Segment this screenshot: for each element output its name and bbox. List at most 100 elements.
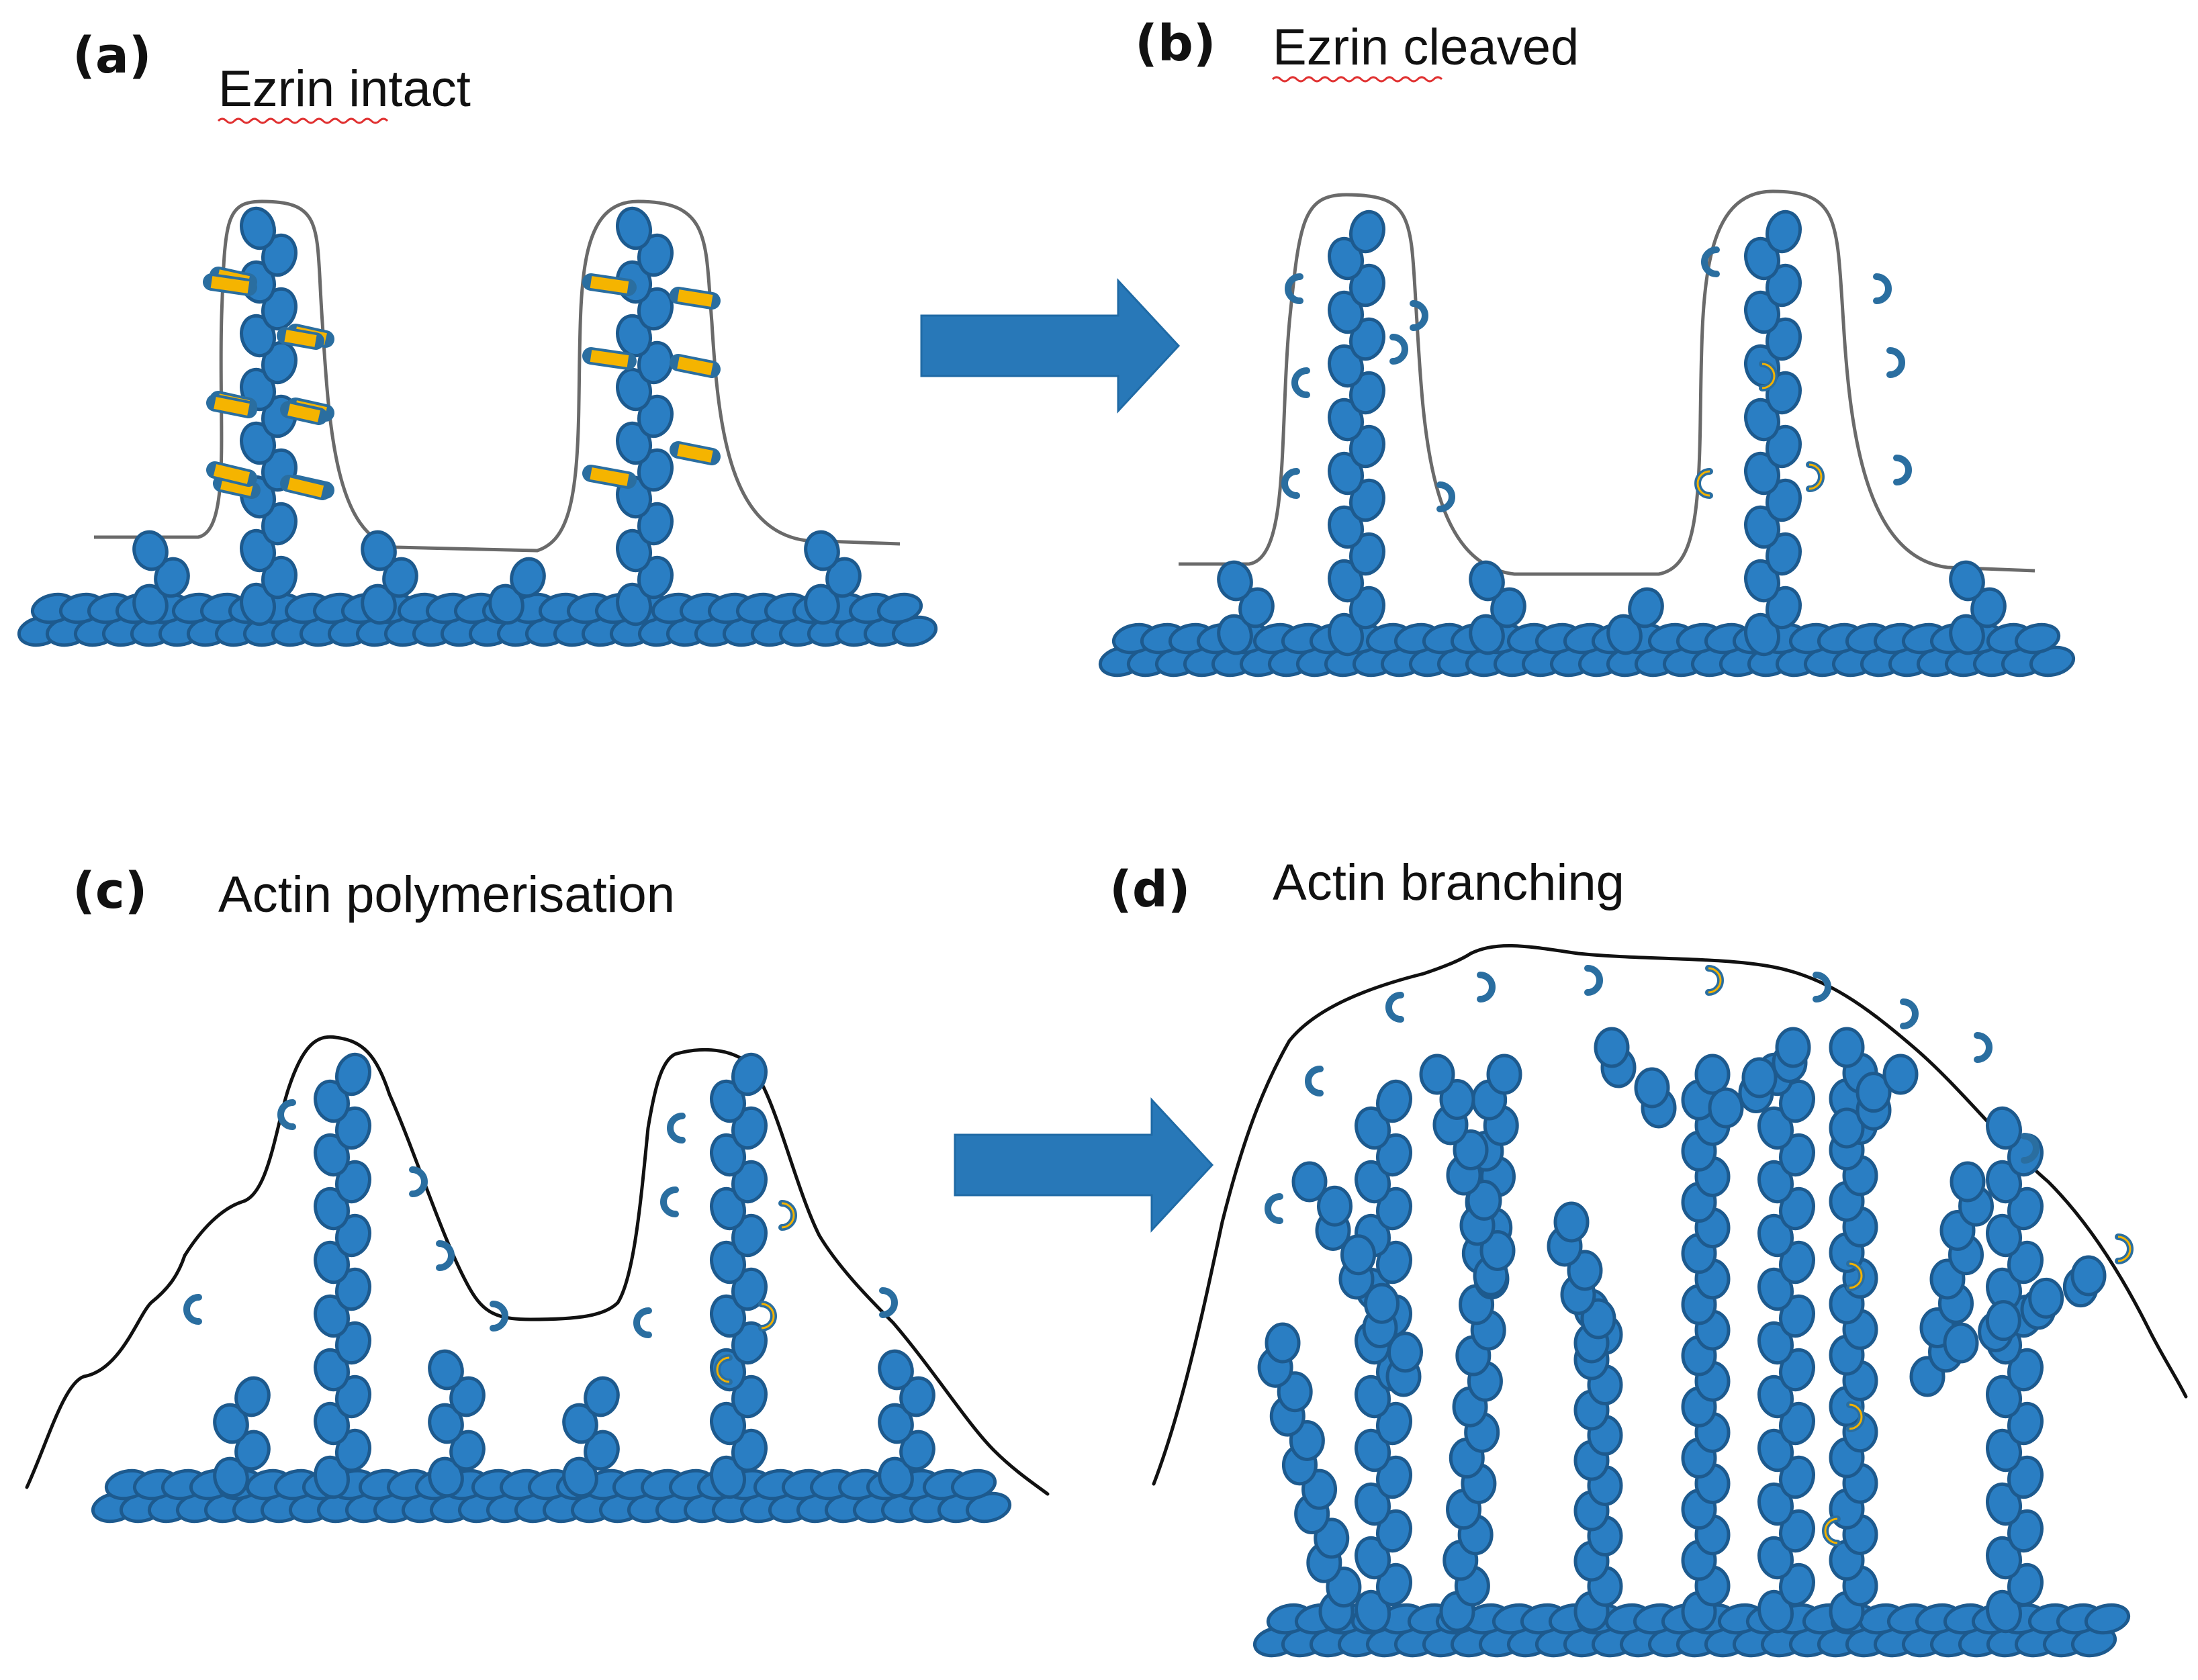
ezrin-linker <box>590 276 629 293</box>
actin-filament-monomer <box>1328 612 1364 657</box>
actin-filament-monomer <box>314 1401 350 1446</box>
actin-filament-monomer <box>132 530 169 571</box>
actin-filament-monomer <box>314 1348 350 1392</box>
actin-filament-monomer <box>1949 560 1985 602</box>
actin-filament-monomer <box>1634 1067 1670 1109</box>
actin-filament-monomer <box>878 1403 914 1444</box>
actin-filament-monomer <box>1376 1509 1412 1553</box>
actin-filament-monomer <box>2028 1277 2064 1319</box>
actin-filament-monomer <box>1387 1332 1423 1373</box>
spellcheck-underline-b <box>1271 76 1443 83</box>
ezrin-cap <box>436 1240 455 1271</box>
actin-filament-monomer <box>2007 1455 2044 1499</box>
ezrin-cap <box>1705 965 1724 996</box>
actin-cortex-monomer <box>950 1468 997 1501</box>
actin-filament-monomer <box>1328 451 1364 496</box>
actin-filament-monomer <box>1439 1079 1475 1120</box>
actin-filament-monomer <box>428 1349 464 1391</box>
actin-filament-monomer <box>1744 236 1780 281</box>
actin-filament-monomer <box>562 1456 598 1498</box>
ezrin-cap <box>2021 1133 2040 1164</box>
actin-filament-monomer <box>1376 1240 1412 1285</box>
actin-filament-monomer <box>1744 505 1780 549</box>
ezrin-cap-gold <box>1696 470 1710 497</box>
actin-filament-monomer <box>1757 1536 1794 1580</box>
actin-filament-monomer <box>584 1430 620 1471</box>
actin-filament-monomer <box>1376 1562 1412 1607</box>
actin-filament-monomer <box>637 502 674 546</box>
ezrin-cap-gold <box>781 1202 795 1229</box>
actin-filament-monomer <box>2007 1240 2044 1285</box>
actin-filament-monomer <box>234 1430 271 1471</box>
panel-c-letter: (c) <box>73 862 148 920</box>
ezrin-linker <box>213 464 250 484</box>
actin-filament-monomer <box>1355 1482 1391 1526</box>
actin-filament-monomer <box>878 1349 914 1391</box>
actin-filament-monomer <box>1986 1536 2022 1580</box>
actin-filament-monomer <box>1469 560 1505 602</box>
actin-filament-monomer <box>637 233 674 277</box>
actin-filament-monomer <box>1986 1106 2022 1150</box>
ezrin-cap <box>1410 300 1428 331</box>
actin-filament-monomer <box>1355 1428 1391 1473</box>
actin-filament-monomer <box>1741 1057 1778 1099</box>
actin-filament-monomer <box>1708 1087 1744 1129</box>
actin-filament-monomer <box>1217 614 1253 655</box>
actin-filament-monomer <box>1950 1161 1986 1203</box>
actin-filament-monomer <box>616 314 652 358</box>
ezrin-linker <box>677 444 713 463</box>
ezrin-cap-gold <box>716 1356 730 1383</box>
actin-filament-monomer <box>1265 1322 1301 1364</box>
actin-filament-monomer <box>878 1456 914 1498</box>
actin-filament-monomer <box>1779 1133 1815 1177</box>
actin-filament-monomer <box>240 582 276 626</box>
ezrin-linker <box>214 397 250 416</box>
actin-filament-monomer <box>240 206 276 250</box>
actin-filament-monomer <box>1943 1322 1979 1364</box>
ezrin-cap <box>778 1200 797 1231</box>
actin-filament-monomer <box>1328 505 1364 549</box>
panel-d-letter: (d) <box>1109 861 1191 919</box>
actin-filament-monomer <box>1882 1054 1919 1095</box>
actin-filament-monomer <box>335 1267 371 1311</box>
actin-filament-monomer <box>335 1160 371 1204</box>
actin-filament-monomer <box>1349 424 1385 469</box>
actin-filament-monomer <box>1779 1186 1815 1231</box>
actin-filament-monomer <box>731 1374 768 1419</box>
actin-filament-monomer <box>1376 1401 1412 1446</box>
ezrin-cap-gold <box>1824 1518 1838 1544</box>
ezrin-cap <box>1886 347 1905 378</box>
actin-filament-monomer <box>1986 1213 2022 1258</box>
actin-filament-monomer <box>1594 1027 1630 1068</box>
ezrin-cap <box>1584 965 1603 996</box>
actin-filament-monomer <box>1328 398 1364 442</box>
actin-filament-monomer <box>361 584 397 625</box>
actin-filament-monomer <box>1328 290 1364 334</box>
actin-filament-monomer <box>314 1294 350 1338</box>
actin-filament-monomer <box>1986 1374 2022 1419</box>
membrane-b <box>1179 189 2035 576</box>
actin-filament-monomer <box>213 1403 249 1444</box>
actin-filament-monomer <box>710 1294 746 1338</box>
actin-filament-monomer <box>1328 559 1364 603</box>
actin-filament-monomer <box>314 1186 350 1231</box>
actin-filament-monomer <box>213 1456 249 1498</box>
ezrin-cap <box>1974 1032 1993 1063</box>
actin-filament-monomer <box>731 1267 768 1311</box>
actin-filament-monomer <box>449 1430 486 1471</box>
actin-filament-monomer <box>1986 1482 2022 1526</box>
actin-filament-monomer <box>1775 1027 1811 1068</box>
actin-filament-monomer <box>616 206 652 250</box>
actin-filament-monomer <box>1757 1321 1794 1365</box>
actin-filament-monomer <box>1970 587 2007 628</box>
actin-filament-monomer <box>1779 1401 1815 1446</box>
actin-filament-monomer <box>616 528 652 573</box>
actin-filament-monomer <box>1744 451 1780 496</box>
actin-filament-monomer <box>562 1403 598 1444</box>
actin-filament-monomer <box>731 1160 768 1204</box>
actin-filament-monomer <box>1779 1455 1815 1499</box>
actin-filament-monomer <box>2070 1255 2107 1297</box>
actin-filament-monomer <box>1238 587 1275 628</box>
ezrin-cap <box>1806 461 1825 492</box>
